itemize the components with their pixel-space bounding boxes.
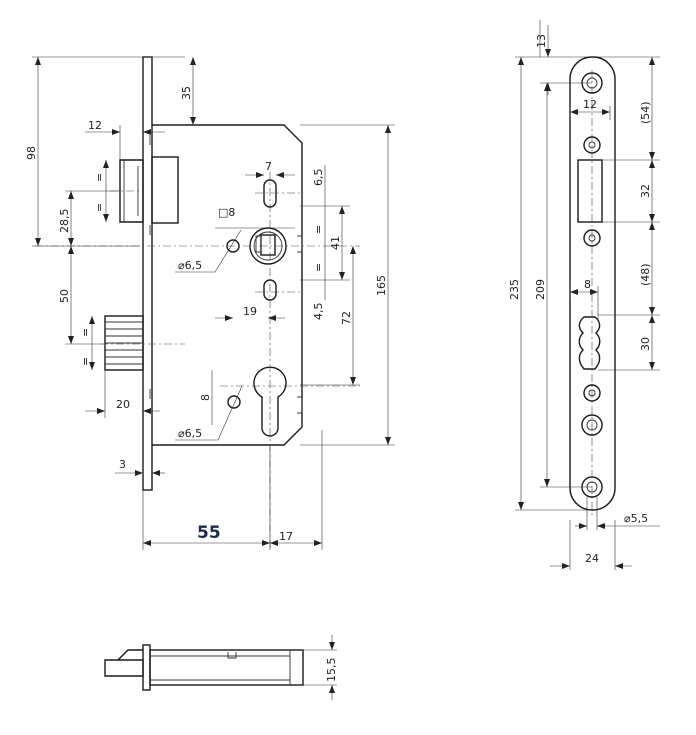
dim-8-vertical: 8 (199, 394, 212, 401)
lock-body-view: 98 35 12 = = 28,5 50 = = 20 3 55 17 165 … (25, 56, 395, 550)
lock-case (152, 124, 303, 446)
dim-98: 98 (25, 146, 38, 160)
dim-32: 32 (639, 184, 652, 198)
dim-48: (48) (639, 263, 652, 286)
dim-12: 12 (88, 119, 102, 132)
dim-12-strike: 12 (583, 98, 597, 111)
dim-235: 235 (508, 279, 521, 300)
dim-equal-slot-top: = (312, 225, 325, 234)
dim-6-5: 6,5 (312, 169, 325, 187)
dim-19: 19 (243, 305, 257, 318)
dim-equal-slot-bottom: = (312, 263, 325, 272)
dim-41: 41 (329, 236, 342, 250)
dim-54: (54) (639, 101, 652, 124)
dim-55: 55 (197, 523, 221, 543)
dim-24: 24 (585, 552, 599, 565)
dim-13: 13 (535, 34, 548, 48)
latch-opening (577, 159, 603, 223)
dim-equal-bolt-bottom: = (79, 357, 92, 366)
dim-209: 209 (534, 279, 547, 300)
dim-hole-diameter-bottom: ⌀6,5 (178, 427, 202, 440)
dim-72: 72 (340, 311, 353, 325)
dim-7: 7 (265, 160, 272, 173)
dim-hole-diameter-strike: ⌀5,5 (624, 512, 648, 525)
dim-50: 50 (58, 289, 71, 303)
bolt-opening (578, 316, 601, 370)
faceplate (142, 56, 153, 491)
cylinder-cutout (253, 366, 287, 437)
bottom-view: 15,5 (104, 635, 338, 700)
latch-bolt (119, 156, 179, 224)
dim-20: 20 (116, 398, 130, 411)
fixing-hole-bottom (227, 395, 241, 409)
dim-15-5: 15,5 (325, 658, 338, 683)
dim-3: 3 (119, 458, 126, 471)
dim-spindle-square: □8 (218, 206, 235, 219)
dim-165: 165 (375, 275, 388, 296)
dim-hole-diameter-top: ⌀6,5 (178, 259, 202, 272)
dim-4-5: 4,5 (312, 303, 325, 321)
dim-8-strike: 8 (584, 278, 591, 291)
strike-plate (569, 56, 616, 511)
dim-equal-latch-top: = (93, 173, 106, 182)
dim-equal-bolt-top: = (79, 328, 92, 337)
strike-plate-view: 13 235 209 12 (54) 32 (48) 30 8 ⌀5,5 24 (508, 20, 660, 570)
dim-28-5: 28,5 (58, 209, 71, 234)
dim-35: 35 (180, 86, 193, 100)
dim-30: 30 (639, 337, 652, 351)
dim-equal-latch-bottom: = (93, 203, 106, 212)
dead-bolt (104, 315, 144, 371)
dim-17: 17 (279, 530, 293, 543)
